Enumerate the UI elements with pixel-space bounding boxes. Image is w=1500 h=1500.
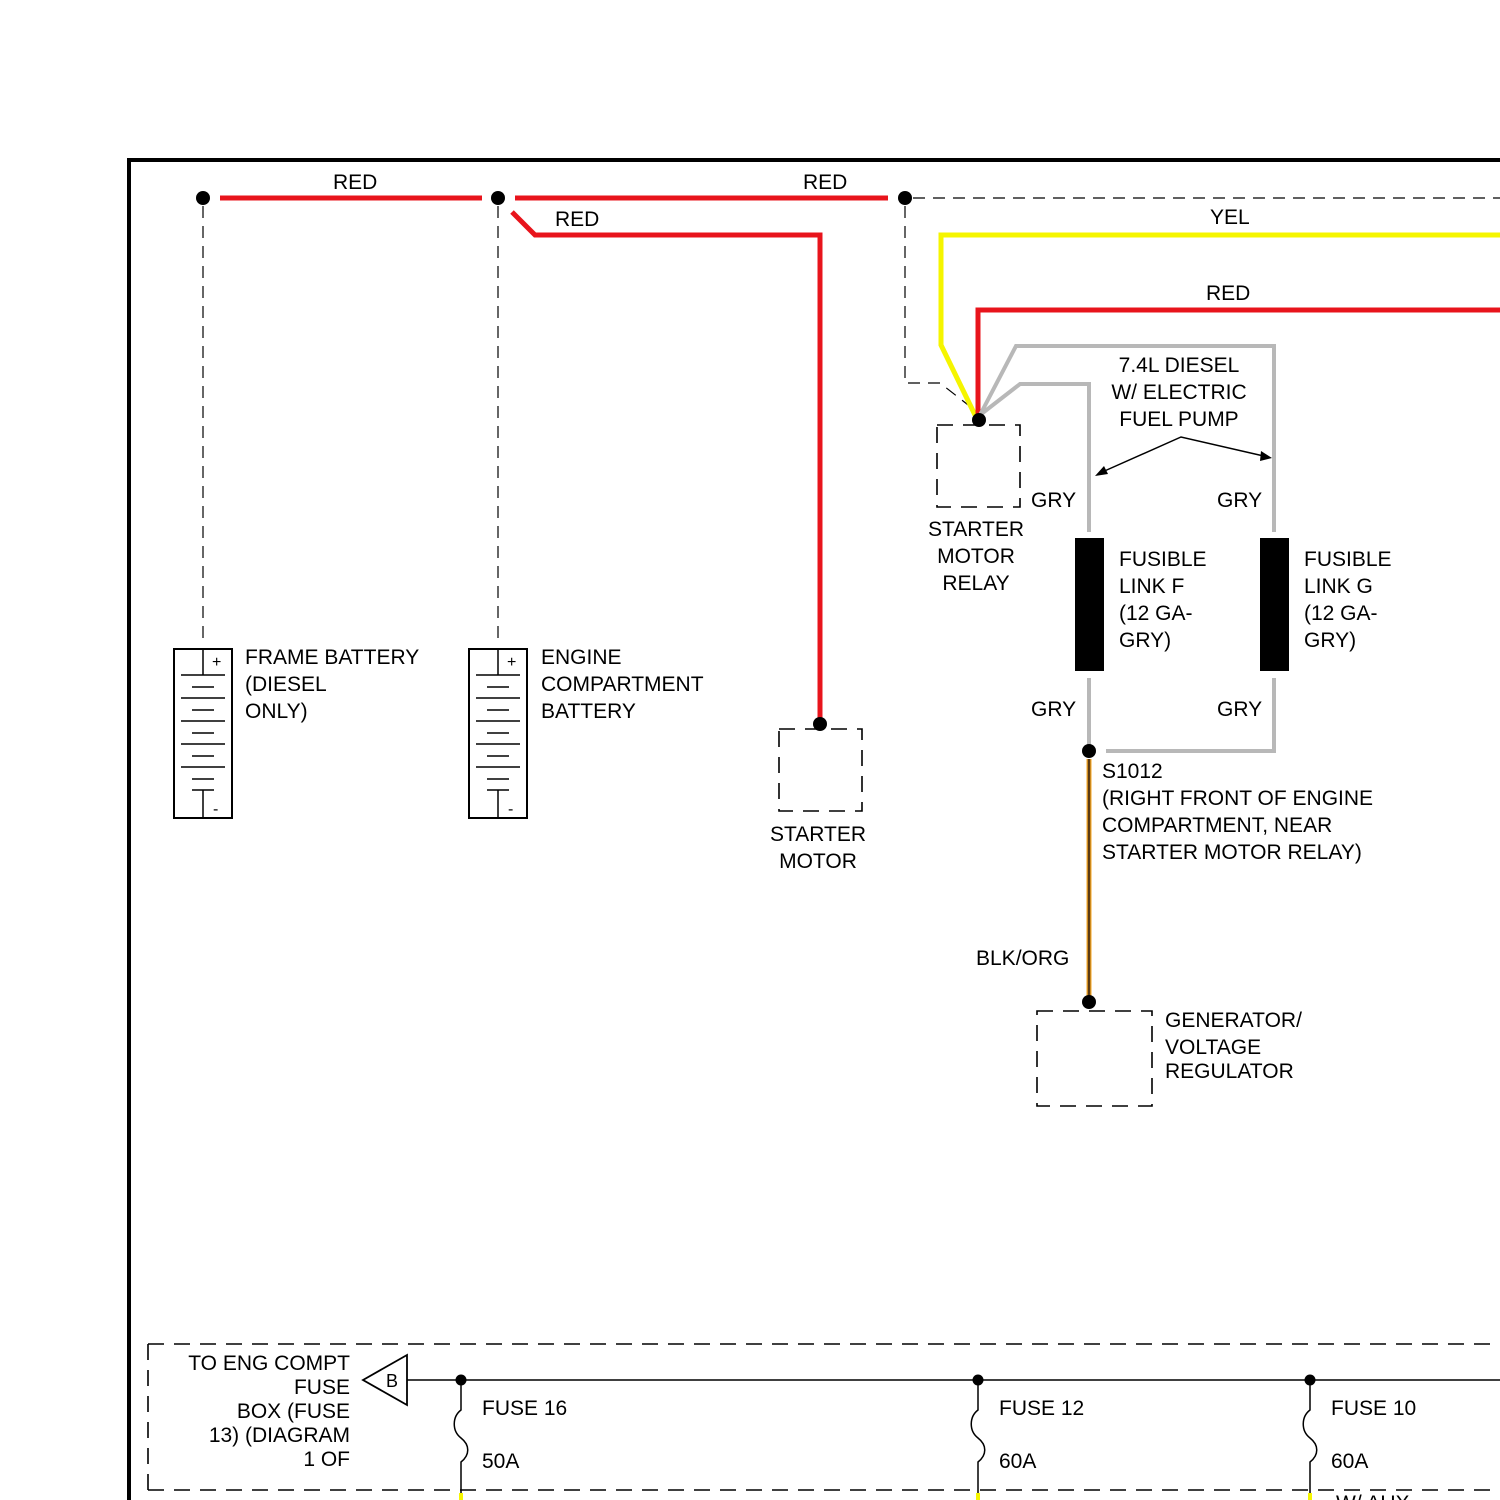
- fusible-f-label-1: FUSIBLE: [1119, 548, 1207, 571]
- fuse-12-symbol: [971, 1380, 985, 1500]
- wire-label-red-top-right: RED: [803, 171, 847, 194]
- fusible-f-label-3: (12 GA-: [1119, 602, 1193, 625]
- starter-motor-terminal: [813, 717, 827, 731]
- fuse-box-ref-1: TO ENG COMPT: [188, 1352, 350, 1375]
- starter-relay-box: [937, 425, 1020, 507]
- wire-label-red-top-left: RED: [333, 171, 377, 194]
- frame-battery-label-2: (DIESEL: [245, 673, 327, 696]
- wire-label-gry-g-bottom: GRY: [1217, 698, 1262, 721]
- fuse-10-name: FUSE 10: [1331, 1397, 1416, 1420]
- engine-battery-plus: +: [507, 654, 516, 671]
- diesel-note-1: 7.4L DIESEL: [1119, 354, 1240, 377]
- starter-relay-label-1: STARTER: [928, 518, 1024, 541]
- fuse-box-ref-4: 13) (DIAGRAM: [209, 1424, 350, 1447]
- generator-label-2: VOLTAGE: [1165, 1036, 1261, 1059]
- fuse-10-symbol: [1303, 1380, 1317, 1500]
- starter-motor-label-1: STARTER: [770, 823, 866, 846]
- wire-label-blk-org: BLK/ORG: [976, 947, 1069, 970]
- splice-label-1: S1012: [1102, 760, 1163, 783]
- fuse-12-rating: 60A: [999, 1450, 1036, 1473]
- frame-battery-label-1: FRAME BATTERY: [245, 646, 419, 669]
- frame-battery-symbol: [174, 649, 232, 818]
- splice-dot-frame-battery: [196, 191, 210, 205]
- fusible-g-label-3: (12 GA-: [1304, 602, 1378, 625]
- wire-label-red-relay: RED: [1206, 282, 1250, 305]
- splice-label-4: STARTER MOTOR RELAY): [1102, 841, 1362, 864]
- frame-battery-minus: -: [213, 801, 218, 818]
- engine-battery-minus: -: [508, 801, 513, 818]
- splice-dot-engine-battery: [491, 191, 505, 205]
- fuse-box-ref-5: 1 OF: [303, 1448, 350, 1471]
- fuse-box-outline: [148, 1344, 1500, 1500]
- fusible-link-f: [1075, 538, 1104, 671]
- wire-label-yel: YEL: [1210, 206, 1250, 229]
- wire-label-gry-g-top: GRY: [1217, 489, 1262, 512]
- wire-label-gry-f-top: GRY: [1031, 489, 1076, 512]
- fuse-10-cut-note: W/ AUX: [1336, 1492, 1410, 1500]
- engine-battery-label-2: COMPARTMENT: [541, 673, 704, 696]
- starter-motor-box: [779, 729, 862, 811]
- fusible-f-label-4: GRY): [1119, 629, 1171, 652]
- wire-label-gry-f-bottom: GRY: [1031, 698, 1076, 721]
- fusible-link-g: [1260, 538, 1289, 671]
- fusible-g-label-1: FUSIBLE: [1304, 548, 1392, 571]
- fuse-10-rating: 60A: [1331, 1450, 1368, 1473]
- splice-label-2: (RIGHT FRONT OF ENGINE: [1102, 787, 1373, 810]
- splice-s1012-dot: [1082, 744, 1096, 758]
- fusible-g-label-4: GRY): [1304, 629, 1356, 652]
- diesel-note-2: W/ ELECTRIC: [1111, 381, 1246, 404]
- generator-label-3: REGULATOR: [1165, 1060, 1294, 1083]
- engine-battery-label-1: ENGINE: [541, 646, 622, 669]
- connector-b-label: B: [386, 1371, 398, 1391]
- fusible-g-label-2: LINK G: [1304, 575, 1373, 598]
- fuse-16-name: FUSE 16: [482, 1397, 567, 1420]
- starter-relay-label-2: MOTOR: [937, 545, 1015, 568]
- starter-relay-terminal: [972, 413, 986, 427]
- generator-box: [1037, 1011, 1152, 1106]
- generator-label-1: GENERATOR/: [1165, 1009, 1302, 1032]
- fusible-f-label-2: LINK F: [1119, 575, 1184, 598]
- frame-battery-plus: +: [212, 654, 221, 671]
- wire-label-red-starter: RED: [555, 208, 599, 231]
- fuse-box-ref-3: BOX (FUSE: [237, 1400, 350, 1423]
- splice-dot-relay-feed: [898, 191, 912, 205]
- engine-battery-symbol: [469, 649, 527, 818]
- diesel-note-arrows: [1095, 437, 1272, 476]
- splice-label-3: COMPARTMENT, NEAR: [1102, 814, 1332, 837]
- starter-relay-label-3: RELAY: [942, 572, 1009, 595]
- fuse-16-symbol: [454, 1380, 468, 1500]
- engine-battery-label-3: BATTERY: [541, 700, 636, 723]
- fuse-12-name: FUSE 12: [999, 1397, 1084, 1420]
- generator-terminal: [1082, 995, 1096, 1009]
- fuse-16-rating: 50A: [482, 1450, 519, 1473]
- diesel-note-3: FUEL PUMP: [1119, 408, 1238, 431]
- starter-motor-label-2: MOTOR: [779, 850, 857, 873]
- frame-battery-label-3: ONLY): [245, 700, 308, 723]
- fuse-box-ref-2: FUSE: [294, 1376, 350, 1399]
